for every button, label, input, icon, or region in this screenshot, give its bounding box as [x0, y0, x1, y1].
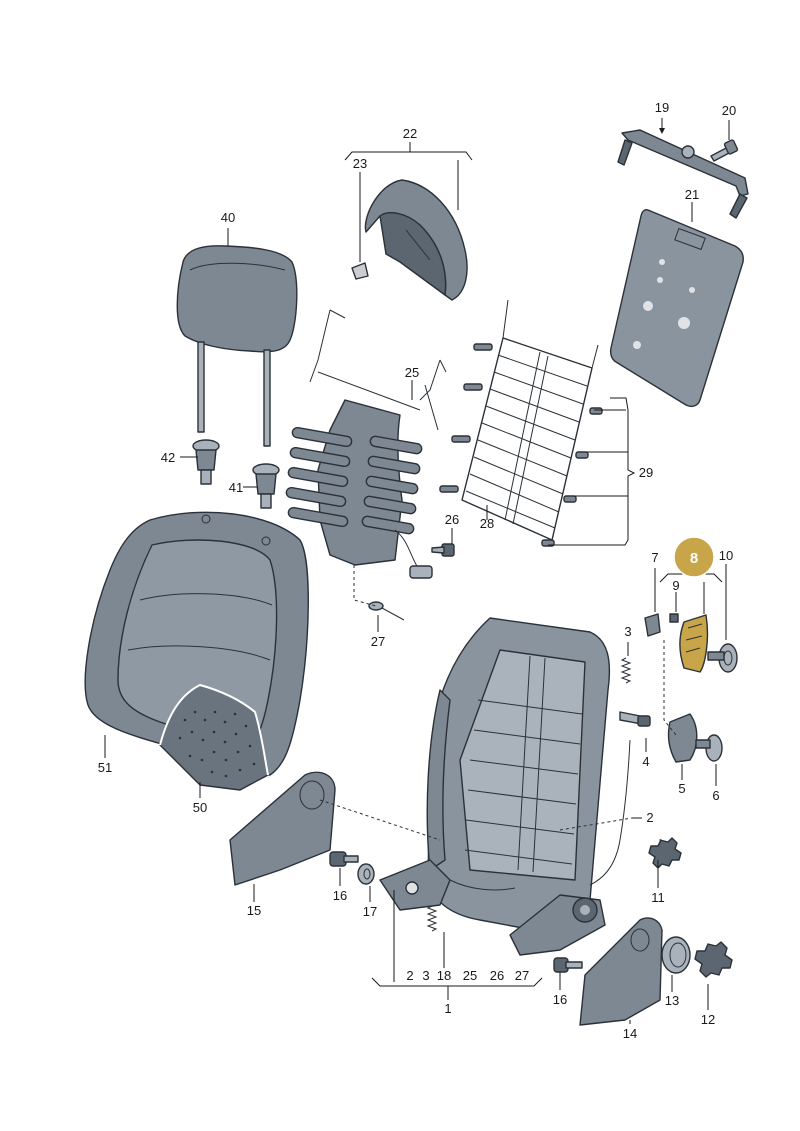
part-17-nut[interactable]: [357, 863, 375, 885]
leader-lines: [104, 118, 730, 1024]
group-1-item: 26: [490, 968, 504, 983]
part-4-pin[interactable]: [619, 711, 651, 727]
part-23-clip[interactable]: [351, 262, 369, 280]
label-3: 3: [624, 624, 631, 639]
part-6-knob[interactable]: [695, 734, 723, 762]
label-1: 1: [444, 1001, 451, 1016]
part-28-spring-mat[interactable]: [439, 299, 603, 547]
label-15: 15: [247, 903, 261, 918]
part-41-headrest-guide[interactable]: [252, 463, 280, 509]
label-11: 11: [651, 890, 665, 905]
group-1-item: 2: [406, 968, 413, 983]
label-12: 12: [701, 1012, 715, 1027]
group-1-item: 3: [422, 968, 429, 983]
label-26: 26: [445, 512, 459, 527]
part-1-backrest-frame[interactable]: [379, 617, 611, 956]
label-7: 7: [651, 550, 658, 565]
part-16-bolt-left[interactable]: [329, 851, 359, 867]
part-50-foam-pad[interactable]: [159, 683, 269, 791]
label-25: 25: [405, 365, 419, 380]
label-2: 2: [646, 810, 653, 825]
label-20: 20: [722, 103, 736, 118]
part-20-bolt[interactable]: [710, 139, 739, 162]
part-labels: 19 20 21 22 23 40 25 42 41 26 28 29 27 5…: [98, 100, 736, 1041]
part-15-side-trim[interactable]: [229, 771, 336, 886]
label-13: 13: [665, 993, 679, 1008]
label-4: 4: [642, 754, 649, 769]
label-51: 51: [98, 760, 112, 775]
label-23: 23: [353, 156, 367, 171]
label-28: 28: [480, 516, 494, 531]
label-19: 19: [655, 100, 669, 115]
label-42: 42: [161, 450, 175, 465]
part-27-fastener[interactable]: [368, 601, 405, 621]
label-41: 41: [229, 480, 243, 495]
label-17: 17: [363, 904, 377, 919]
group-1-item: 18: [437, 968, 451, 983]
part-9-screw[interactable]: [669, 613, 679, 623]
part-18-spring[interactable]: [426, 905, 438, 932]
part-26-screw[interactable]: [431, 543, 455, 557]
label-50: 50: [193, 800, 207, 815]
label-27: 27: [371, 634, 385, 649]
label-21: 21: [685, 187, 699, 202]
part-22-guide-cover[interactable]: [364, 179, 468, 301]
highlight-badge-8[interactable]: 8: [673, 536, 715, 578]
part-5-handle[interactable]: [667, 713, 698, 763]
part-25-lumbar-support[interactable]: [285, 309, 447, 579]
part-7-cap[interactable]: [644, 613, 661, 637]
label-5: 5: [678, 781, 685, 796]
part-2-cable[interactable]: [449, 739, 631, 891]
group-1-item: 27: [515, 968, 529, 983]
label-9: 9: [672, 578, 679, 593]
label-29: 29: [639, 465, 653, 480]
part-21-back-panel[interactable]: [609, 209, 744, 408]
label-40: 40: [221, 210, 235, 225]
part-14-side-trim[interactable]: [579, 917, 663, 1026]
label-14: 14: [623, 1026, 637, 1041]
label-16-right: 16: [553, 992, 567, 1007]
part-42-headrest-guide[interactable]: [192, 439, 220, 485]
label-22: 22: [403, 126, 417, 141]
label-16-left: 16: [333, 888, 347, 903]
part-3-spring[interactable]: [620, 657, 632, 684]
part-10-knob[interactable]: [707, 643, 738, 673]
label-8: 8: [690, 550, 698, 567]
part-19-bracket[interactable]: [617, 129, 749, 219]
part-16-bolt-right[interactable]: [553, 957, 583, 973]
part-13-ring[interactable]: [661, 936, 691, 974]
part-8-release-handle[interactable]: [679, 614, 709, 673]
part-40-headrest[interactable]: [176, 245, 298, 447]
label-6: 6: [712, 788, 719, 803]
part-11-handwheel[interactable]: [648, 837, 682, 869]
group-1-item: 25: [463, 968, 477, 983]
label-10: 10: [719, 548, 733, 563]
part-12-handwheel[interactable]: [694, 941, 733, 978]
